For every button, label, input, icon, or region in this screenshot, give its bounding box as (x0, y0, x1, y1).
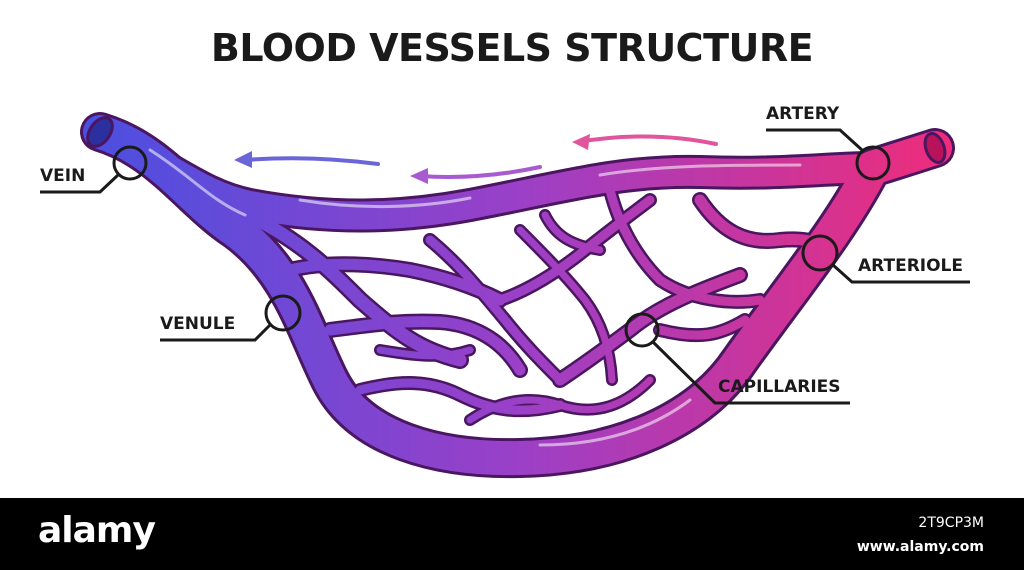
flow-arrow-2-head (410, 168, 428, 184)
vessel-highlights (148, 148, 802, 447)
footer-logo: alamy (38, 510, 156, 551)
flow-arrow-3-head (234, 151, 252, 168)
callout-vein (40, 145, 148, 194)
label-venule: VENULE (160, 314, 236, 334)
flow-arrows (234, 134, 718, 184)
artery-opening (923, 132, 947, 164)
flow-arrow-2 (418, 165, 542, 179)
callout-venule (160, 294, 302, 342)
label-capillaries: CAPILLARIES (718, 377, 841, 397)
flow-arrow-3 (243, 156, 380, 166)
label-artery: ARTERY (766, 104, 840, 124)
flow-arrow-1-head (572, 134, 590, 150)
callouts (40, 128, 970, 405)
page-title: BLOOD VESSELS STRUCTURE (210, 26, 814, 70)
footer-bar: alamy 2T9CP3M www.alamy.com (0, 498, 1024, 570)
vessel-fill (83, 115, 952, 476)
callout-artery (766, 128, 891, 181)
footer-image-id: 2T9CP3M (918, 515, 984, 531)
vein-opening (86, 116, 114, 148)
label-vein: VEIN (40, 166, 86, 186)
flow-arrow-1 (576, 134, 718, 146)
blood-vessel-diagram (40, 112, 970, 479)
footer-url[interactable]: www.alamy.com (856, 539, 984, 555)
footer-image-info: 2T9CP3M www.alamy.com (857, 511, 984, 559)
callout-capillaries (624, 312, 850, 405)
vessel-network (80, 112, 955, 479)
callout-arteriole (801, 234, 970, 284)
label-arteriole: ARTERIOLE (858, 256, 964, 276)
